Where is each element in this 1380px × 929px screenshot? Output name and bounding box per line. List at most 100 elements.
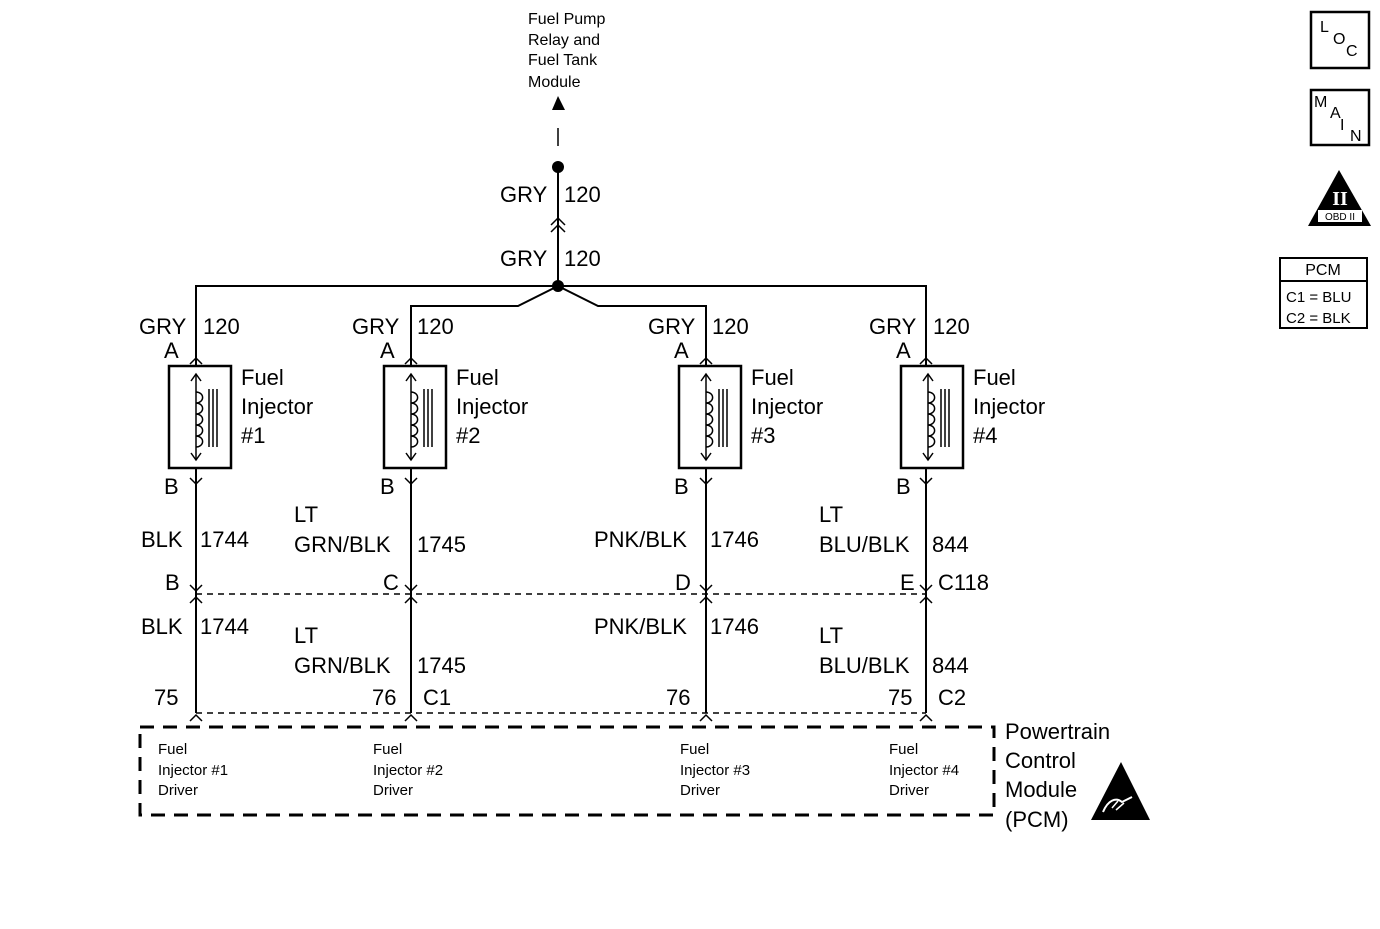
pcm-box <box>138 725 996 817</box>
fuel-injector-body <box>167 364 233 470</box>
inline-connector-pin: D <box>675 570 691 595</box>
driver-label: Fuel <box>680 741 709 758</box>
svg-text:OBD II: OBD II <box>1325 212 1355 223</box>
driver-label: Fuel <box>889 741 918 758</box>
coil-icon <box>410 391 419 448</box>
pcm-wire-color: BLK <box>141 614 183 639</box>
inline-connector-pin: C <box>383 570 399 595</box>
injector-supply-circuit: 120 <box>417 314 454 339</box>
output-wire-color: LT <box>294 502 318 527</box>
injector-label: #3 <box>751 423 775 448</box>
pcm-wire-circuit: 844 <box>932 653 969 678</box>
destination-line: Fuel Tank <box>528 52 598 69</box>
injector-label: #2 <box>456 423 480 448</box>
driver-label: Injector #3 <box>680 762 750 779</box>
injector-supply-circuit: 120 <box>933 314 970 339</box>
injector-label: Fuel <box>751 365 794 390</box>
injector-label: Fuel <box>973 365 1016 390</box>
destination-line: Fuel Pump <box>528 11 605 28</box>
pcm-label-line: (PCM) <box>1005 807 1069 832</box>
svg-text:L: L <box>1320 19 1329 36</box>
inline-connector-pin: B <box>165 570 180 595</box>
output-wire-circuit: 1746 <box>710 527 759 552</box>
pcm-wire-color: PNK/BLK <box>594 614 687 639</box>
supply-upper-circuit: 120 <box>564 182 601 207</box>
pcm-pin-number: 76 <box>372 685 396 710</box>
injector-label: #1 <box>241 423 265 448</box>
coil-icon <box>705 391 714 448</box>
output-wire-color: BLK <box>141 527 183 552</box>
pcm-pin-number: 76 <box>666 685 690 710</box>
injector-label: Injector <box>241 394 313 419</box>
injector-pin-a: A <box>896 338 911 363</box>
injector-supply-color: GRY <box>139 314 187 339</box>
connector-chevron-icon <box>189 477 203 486</box>
supply-branch-3 <box>557 285 707 358</box>
output-wire-color: GRN/BLK <box>294 532 391 557</box>
coil-icon <box>195 391 204 448</box>
supply-upper-color: GRY <box>500 182 548 207</box>
driver-label: Injector #2 <box>373 762 443 779</box>
output-wire-color: LT <box>819 502 843 527</box>
connector-chevron-icon <box>404 584 418 593</box>
driver-label: Injector #4 <box>889 762 959 779</box>
destination-line: Module <box>528 74 581 91</box>
destination-label: Fuel Pump Relay and Fuel Tank Module <box>528 11 605 91</box>
esd-warning-icon <box>1091 762 1150 820</box>
pcm-wire-color: LT <box>819 623 843 648</box>
connector-chevron-icon <box>189 713 203 722</box>
injector-supply-circuit: 120 <box>203 314 240 339</box>
injector-pin-a: A <box>674 338 689 363</box>
injector-supply-color: GRY <box>352 314 400 339</box>
pcm-label-line: Control <box>1005 748 1076 773</box>
inline-connector-id: C118 <box>938 570 989 595</box>
injector-pin-a: A <box>164 338 179 363</box>
connector-chevron-icon <box>699 584 713 593</box>
coil-icon <box>927 391 936 448</box>
connector-chevron-icon <box>189 584 203 593</box>
pcm-wire-circuit: 1746 <box>710 614 759 639</box>
injector-supply-color: GRY <box>648 314 696 339</box>
connector-chevron-icon <box>404 713 418 722</box>
pcm-wire-circuit: 1745 <box>417 653 466 678</box>
output-wire-circuit: 844 <box>932 532 969 557</box>
loc-icon[interactable]: L O C <box>1309 10 1371 70</box>
svg-text:A: A <box>1330 105 1341 122</box>
pcm-label-line: Module <box>1005 777 1077 802</box>
supply-lower-circuit: 120 <box>564 246 601 271</box>
destination-line: Relay and <box>528 32 600 49</box>
injector-label: Injector <box>456 394 528 419</box>
main-icon[interactable]: M A I N <box>1309 88 1371 147</box>
pcm-connector-id: C1 <box>423 685 451 710</box>
fuel-injector-body <box>899 364 965 470</box>
injector-label: Fuel <box>456 365 499 390</box>
output-wire-color: PNK/BLK <box>594 527 687 552</box>
svg-text:I: I <box>1340 117 1344 134</box>
arrow-up-icon <box>552 96 565 110</box>
connector-chevron-icon <box>919 477 933 486</box>
pcm-connector-legend: PCM C1 = BLU C2 = BLK <box>1279 257 1368 329</box>
svg-text:N: N <box>1350 128 1362 145</box>
fuel-injector-body <box>677 364 743 470</box>
double-arrow-icon <box>190 372 202 462</box>
svg-text:M: M <box>1314 94 1327 111</box>
pcm-wire-color: BLU/BLK <box>819 653 910 678</box>
connector-chevron-icon <box>699 713 713 722</box>
driver-label: Fuel <box>158 741 187 758</box>
pcm-pin-number: 75 <box>888 685 912 710</box>
driver-label: Driver <box>889 782 929 799</box>
connector-symbol-icon <box>550 216 566 233</box>
connector-chevron-icon <box>919 584 933 593</box>
obd-ii-icon[interactable]: II OBD II <box>1308 170 1371 226</box>
connector-chevron-icon <box>404 595 418 604</box>
pcm-label: Powertrain Control Module (PCM) <box>1005 719 1110 832</box>
driver-label: Fuel <box>373 741 402 758</box>
injector-label: Fuel <box>241 365 284 390</box>
inline-connector-pin: E <box>900 570 915 595</box>
injector-label: #4 <box>973 423 997 448</box>
injector-supply-color: GRY <box>869 314 917 339</box>
